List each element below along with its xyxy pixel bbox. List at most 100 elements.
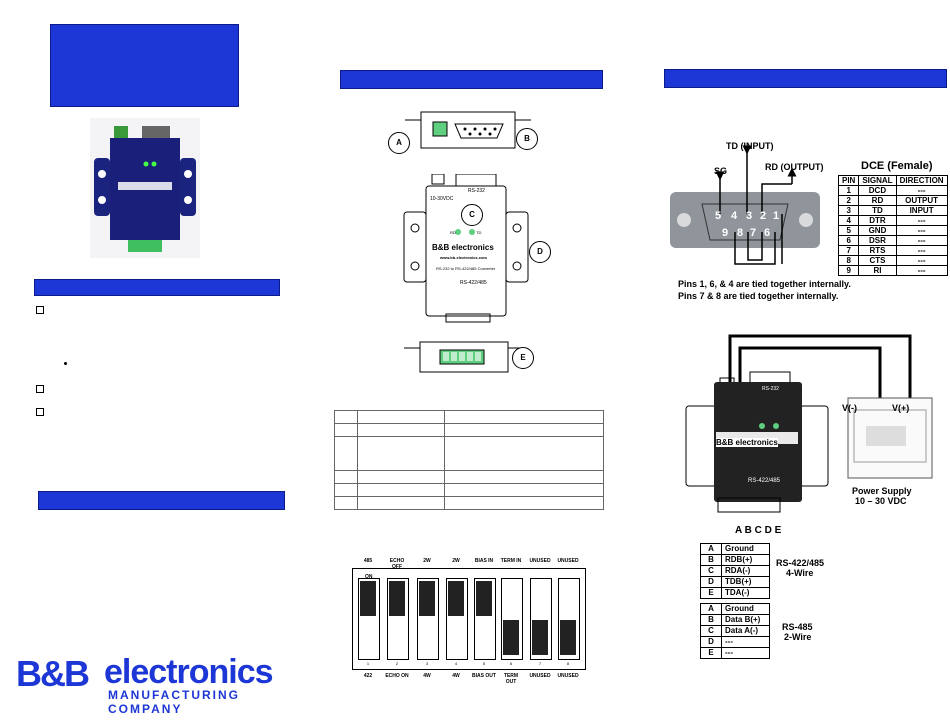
description-table: [334, 410, 604, 510]
wire-cell: A: [700, 603, 722, 615]
dce-cell: 4: [837, 215, 860, 226]
callout-e: E: [512, 347, 534, 369]
wire-cell: D: [700, 576, 722, 588]
wiring-rs232-label: RS-232: [762, 386, 779, 392]
wire-cell: D: [700, 636, 722, 648]
dip-switch-knob: [389, 581, 405, 616]
wiring-vminus: V(-): [842, 403, 857, 413]
dce-cell: ---: [895, 245, 948, 256]
checkbox-bullet-2: [36, 385, 44, 393]
dip-switch-number: 3: [425, 661, 429, 666]
terminal-letters: A B C D E: [735, 525, 782, 536]
dce-cell: ---: [895, 185, 948, 196]
dce-cell: 7: [837, 245, 860, 256]
dip-switch-knob: [360, 581, 376, 616]
dce-cell: 5: [837, 225, 860, 236]
logo-letters: B&B: [16, 653, 90, 694]
dce-cell: 6: [837, 235, 860, 246]
db9-pin-number: 7: [750, 227, 757, 239]
section-bar-middle: [340, 70, 603, 89]
section-bar-left-2: [38, 491, 285, 510]
wire-cell: ---: [721, 647, 770, 659]
section-bar-right: [664, 69, 947, 88]
dce-header-cell: PIN: [837, 175, 860, 186]
callout-d: D: [529, 241, 551, 263]
table-row: D---: [700, 636, 770, 648]
dip-switch-number: 1: [366, 661, 370, 666]
dce-cell: ---: [895, 215, 948, 226]
dip-on-label: ON: [365, 574, 373, 580]
db9-connector-diagram: [670, 136, 840, 266]
wire-cell: ---: [721, 636, 770, 648]
db9-td-label: TD (INPUT): [726, 141, 774, 151]
dip-bottom-label: BIAS OUT: [472, 673, 496, 679]
dce-cell: DSR: [858, 235, 897, 246]
dce-cell: DTR: [858, 215, 897, 226]
title-block: [50, 24, 239, 107]
db9-sg-label: SG: [714, 166, 728, 176]
logo-tagline: MANUFACTURING COMPANY: [108, 688, 240, 716]
db9-pin-number: 2: [760, 210, 767, 222]
dce-title: DCE (Female): [861, 160, 933, 172]
four-wire-label-1: RS-422/485: [776, 558, 825, 568]
dip-top-label: 485: [363, 558, 373, 564]
front-rs232-label: RS-232: [468, 188, 485, 194]
wiring-brand: B&B electronics: [716, 438, 778, 447]
dip-switch-number: 2: [395, 661, 399, 666]
dip-top-label: UNUSED: [557, 558, 579, 564]
wire-cell: Ground: [721, 603, 770, 615]
section-bar-left-1: [34, 279, 280, 296]
dce-header-cell: DIRECTION: [895, 175, 948, 186]
dip-switch-knob: [448, 581, 464, 616]
dce-cell: RI: [858, 265, 897, 276]
dce-cell: RTS: [858, 245, 897, 256]
db9-pin-number: 4: [731, 210, 738, 222]
front-led-td: TD: [476, 230, 482, 235]
power-supply-title: Power Supply: [852, 486, 912, 496]
wire-cell: RDB(+): [721, 554, 770, 566]
dip-top-label: TERM IN: [500, 558, 522, 564]
db9-pin-number: 5: [715, 210, 722, 222]
db9-pin-number: 9: [722, 227, 729, 239]
dip-top-label: 2W: [423, 558, 431, 564]
dot-bullet: [64, 362, 67, 365]
dip-switch-knob: [419, 581, 435, 616]
dip-top-label: BIAS IN: [474, 558, 494, 564]
top-view-drawing: [385, 108, 545, 152]
db9-pin-number: 8: [737, 227, 744, 239]
dce-cell: 3: [837, 205, 860, 216]
dce-cell: INPUT: [895, 205, 948, 216]
dip-switch-number: 4: [454, 661, 458, 666]
dce-cell: 1: [837, 185, 860, 196]
dip-bottom-label: 4W: [423, 673, 431, 679]
db9-note-1: Pins 1, 6, & 4 are tied together interna…: [678, 279, 851, 289]
dce-cell: 8: [837, 255, 860, 266]
dip-top-label: ECHO OFF: [389, 558, 405, 570]
dip-switch-number: 7: [538, 661, 542, 666]
dip-switch-number: 6: [509, 661, 513, 666]
wire-cell: Data B(+): [721, 614, 770, 626]
dip-switch-number: 5: [482, 661, 486, 666]
dce-cell: RD: [858, 195, 897, 206]
wire-cell: Data A(-): [721, 625, 770, 637]
product-photo: [90, 118, 200, 258]
dip-bottom-label: UNUSED: [529, 673, 551, 679]
dce-cell: 2: [837, 195, 860, 206]
checkbox-bullet-3: [36, 408, 44, 416]
dce-cell: ---: [895, 235, 948, 246]
db9-pin-number: 6: [764, 227, 771, 239]
company-logo: B&B electronics MANUFACTURING COMPANY: [16, 653, 306, 716]
wire-cell: Ground: [721, 543, 770, 555]
